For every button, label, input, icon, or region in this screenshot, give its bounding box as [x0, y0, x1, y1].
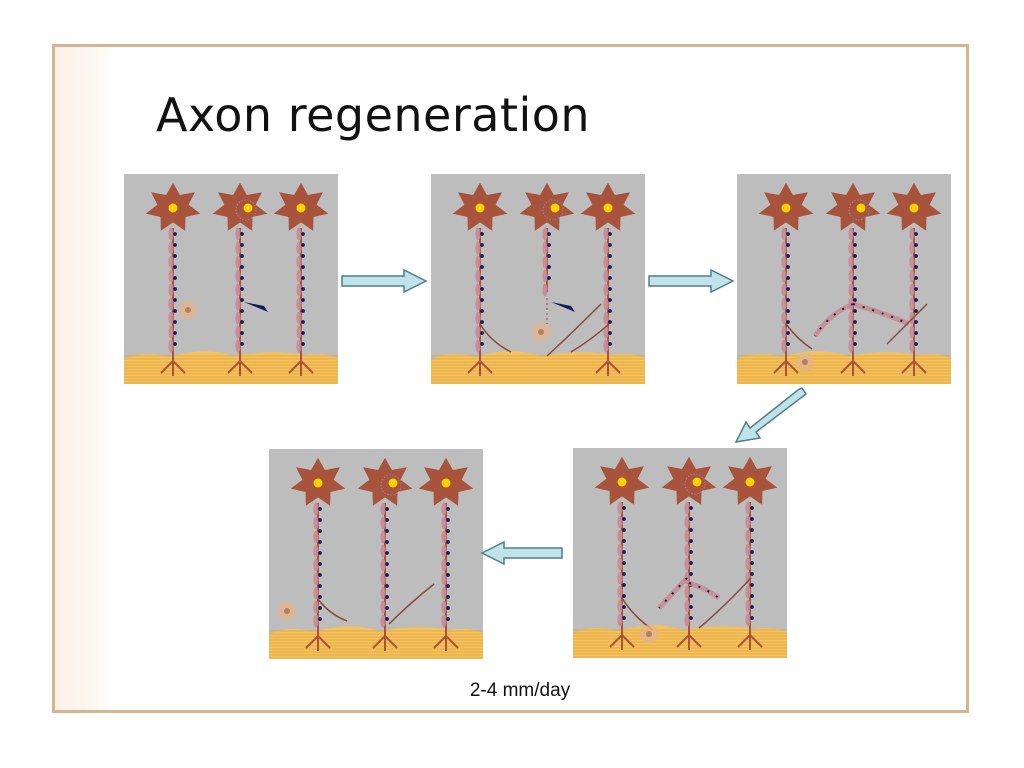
- diagram-panel-stage-1: [124, 174, 338, 384]
- arrow-left-icon: [480, 540, 563, 566]
- arrow-right-icon: [648, 268, 735, 294]
- regeneration-rate-caption: 2-4 mm/day: [469, 680, 571, 701]
- arrow-right-icon: [341, 268, 428, 294]
- diagram-panel-stage-4: [573, 448, 787, 658]
- slide-content-area: [117, 61, 966, 710]
- slide-title: Axon regeneration: [156, 88, 591, 142]
- diagram-panel-stage-2: [431, 174, 645, 384]
- diagram-panel-stage-5: [269, 449, 483, 659]
- diagram-panel-stage-3: [737, 174, 951, 384]
- arrow-down-left-icon: [734, 387, 808, 443]
